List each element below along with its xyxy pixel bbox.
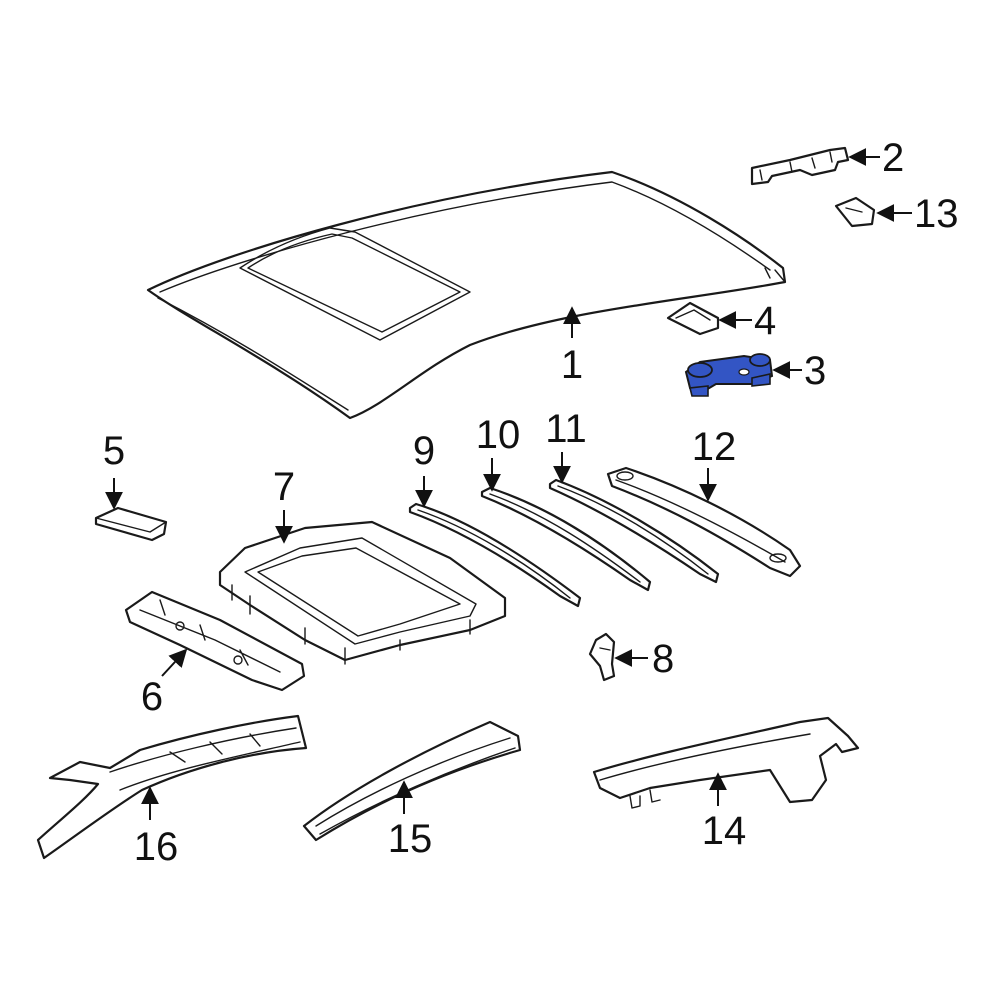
callout-8-label: 8 <box>652 637 674 681</box>
part-16-side-rail[interactable] <box>36 714 308 860</box>
part-13-plate[interactable] <box>834 196 876 228</box>
callout-11-label: 11 <box>545 407 587 451</box>
callout-3-label: 3 <box>804 349 826 393</box>
callout-10-label: 10 <box>476 413 521 457</box>
callout-9-label: 9 <box>413 429 435 473</box>
callout-1-label: 1 <box>561 343 583 387</box>
callout-2-label: 2 <box>882 136 904 180</box>
callout-5-label: 5 <box>103 429 125 473</box>
part-11-roof-bow[interactable] <box>548 478 720 584</box>
callout-16-label: 16 <box>134 825 179 869</box>
part-8-clip[interactable] <box>588 632 616 682</box>
part-9-roof-bow[interactable] <box>408 502 582 608</box>
callout-15-label: 15 <box>388 817 433 861</box>
part-14-outer-rail[interactable] <box>592 716 860 809</box>
part-3-highlighted-bracket[interactable] <box>684 353 774 397</box>
callout-13-label: 13 <box>914 192 959 236</box>
callout-12-label: 12 <box>692 425 737 469</box>
part-2-bracket[interactable] <box>750 146 850 186</box>
callout-6-label: 6 <box>141 675 163 719</box>
callout-4-label: 4 <box>754 299 776 343</box>
part-10-roof-bow[interactable] <box>480 486 652 592</box>
part-7-sunroof-housing[interactable] <box>218 520 507 665</box>
part-12-roof-bow[interactable] <box>606 466 802 578</box>
callout-6-leader <box>161 648 188 677</box>
callout-14-label: 14 <box>702 809 747 853</box>
callout-7-label: 7 <box>273 465 295 509</box>
part-1-roof-panel[interactable] <box>146 170 787 420</box>
part-5-pad[interactable] <box>94 506 168 542</box>
part-6-front-header[interactable] <box>124 590 306 692</box>
part-4-pad[interactable] <box>666 301 720 336</box>
